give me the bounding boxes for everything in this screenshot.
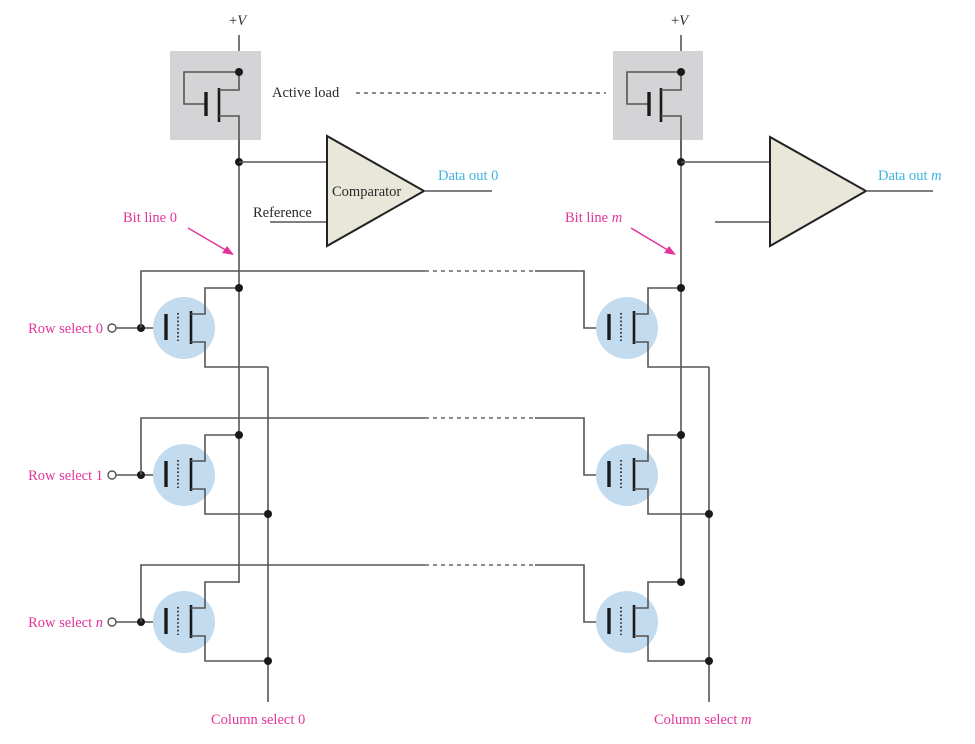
bit-line-label-0: Bit line 0 <box>123 210 177 226</box>
row-select-terminal[interactable] <box>107 323 117 333</box>
active-load-box-0 <box>170 51 261 140</box>
data-out-prefix: Data out <box>878 168 931 184</box>
column-select-index: m <box>741 712 751 728</box>
drain-wire <box>634 581 681 609</box>
row-select-terminal[interactable] <box>107 470 117 480</box>
comparator-0 <box>326 134 427 248</box>
supply-label-0: +V <box>229 13 248 29</box>
comparator-label: Comparator <box>332 184 401 200</box>
column-m: +V Data out m Bit line m Column select m <box>565 13 942 728</box>
memory-cell <box>596 284 709 368</box>
row-select-prefix: Row select <box>28 321 96 337</box>
row-bus-wire <box>140 417 425 475</box>
load-drain-m <box>661 72 682 91</box>
data-out-index: 0 <box>491 168 498 184</box>
cell-highlight <box>153 297 215 359</box>
junction-dot <box>677 431 685 439</box>
memory-cells <box>153 284 713 665</box>
source-wire <box>634 635 709 662</box>
bit-line-prefix: Bit line <box>565 210 612 226</box>
arrowhead <box>222 246 234 255</box>
cell-highlight <box>153 591 215 653</box>
comparator-m <box>769 135 869 248</box>
drain-wire <box>634 434 681 462</box>
memory-cell <box>153 284 268 368</box>
active-load-0 <box>170 51 261 162</box>
column-select-label-m: Column select m <box>654 712 751 728</box>
bit-line-arrow-m <box>630 227 672 253</box>
source-wire <box>634 341 709 368</box>
data-out-label-0: Data out 0 <box>438 168 498 184</box>
source-wire <box>191 341 268 368</box>
active-load-box-m <box>613 51 703 140</box>
load-gate-wire-m <box>626 71 681 105</box>
row-select-index: n <box>96 615 103 631</box>
junction-dot <box>705 510 713 518</box>
junction-dot <box>264 510 272 518</box>
column-select-index: 0 <box>298 712 305 728</box>
supply-v: V <box>237 13 248 29</box>
junction-dot <box>677 68 685 76</box>
bit-line-arrow-0 <box>187 227 230 253</box>
drain-wire <box>191 581 239 609</box>
row-select-label-1: Row select 1 <box>28 468 103 484</box>
source-wire <box>191 635 268 662</box>
memory-cell <box>596 578 713 665</box>
junction-dot <box>705 657 713 665</box>
reference-label: Reference <box>253 205 312 221</box>
row-bus-wire <box>140 564 425 622</box>
data-out-index: m <box>931 168 941 184</box>
drain-wire <box>191 287 239 315</box>
drain-wire <box>191 434 239 462</box>
column-select-label-0: Column select 0 <box>211 712 305 728</box>
junction-dot <box>677 284 685 292</box>
row-select-label-2: Row select n <box>28 615 103 631</box>
row-select-prefix: Row select <box>28 615 96 631</box>
row-select-prefix: Row select <box>28 468 96 484</box>
bit-line-label-m: Bit line m <box>565 210 622 226</box>
junction-dot <box>677 578 685 586</box>
bit-line-index: 0 <box>170 210 177 226</box>
junction-dot <box>235 68 243 76</box>
source-wire <box>634 488 709 515</box>
junction-dot <box>235 431 243 439</box>
row-select-index: 1 <box>96 468 103 484</box>
supply-v: V <box>679 13 690 29</box>
load-gate-wire-0 <box>183 71 239 105</box>
row-lines <box>107 270 609 627</box>
row-bus-wire <box>140 270 425 328</box>
data-out-prefix: Data out <box>438 168 491 184</box>
load-drain-0 <box>219 72 240 91</box>
supply-label-m: +V <box>671 13 690 29</box>
memory-cell <box>596 431 713 518</box>
cell-highlight <box>596 297 658 359</box>
column-0: +V Active load Comparator Reference Data… <box>123 13 606 728</box>
junction-dot <box>235 284 243 292</box>
source-wire <box>191 488 268 515</box>
data-out-label-m: Data out m <box>878 168 942 184</box>
active-load-m <box>613 51 703 162</box>
junction-dot <box>264 657 272 665</box>
drain-wire <box>634 287 681 315</box>
memory-cell <box>153 581 272 665</box>
arrowhead <box>664 246 676 255</box>
active-load-label: Active load <box>272 85 340 101</box>
row-select-terminal[interactable] <box>107 617 117 627</box>
row-select-index: 0 <box>96 321 103 337</box>
column-select-prefix: Column select <box>654 712 741 728</box>
bit-line-index: m <box>612 210 622 226</box>
memory-cell <box>153 431 272 518</box>
cell-highlight <box>596 444 658 506</box>
bit-line-prefix: Bit line <box>123 210 170 226</box>
cell-highlight <box>596 591 658 653</box>
cell-highlight <box>153 444 215 506</box>
row-select-label-0: Row select 0 <box>28 321 103 337</box>
column-select-prefix: Column select <box>211 712 298 728</box>
